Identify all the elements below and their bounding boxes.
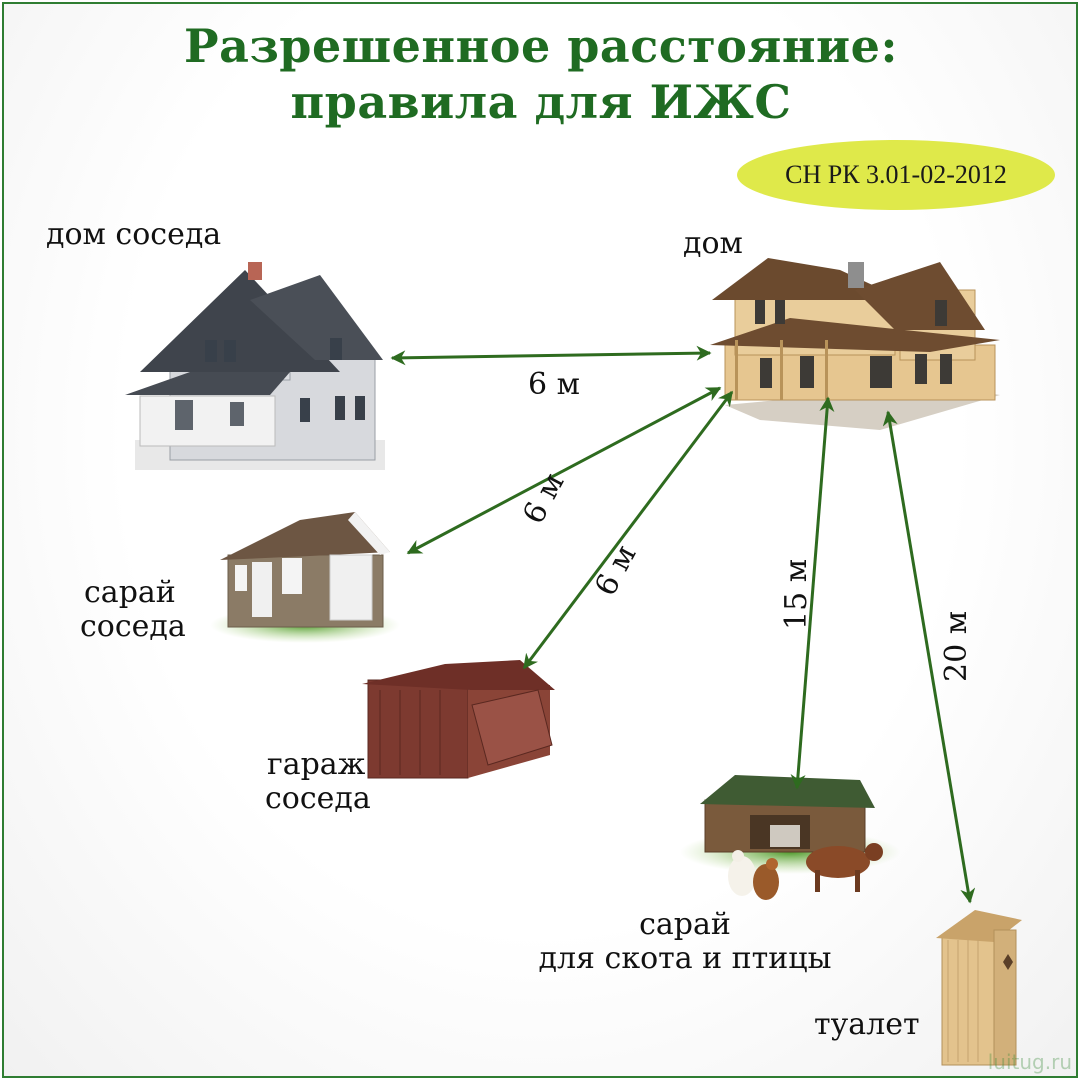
shed-icon [210, 512, 400, 643]
standard-badge-text: СН РК 3.01-02-2012 [785, 160, 1007, 189]
distance-toilet: 20 м [939, 611, 974, 682]
title-line-2: правила для ИЖС [290, 75, 792, 129]
title-line-1: Разрешенное расстояние: [184, 19, 898, 73]
distance-neighbor-shed: 6 м [516, 467, 571, 529]
label-livestock-shed-line-1: сарай [639, 907, 731, 942]
label-neighbor-garage-line-2: соседа [265, 781, 371, 816]
distance-arrows [390, 345, 976, 904]
label-livestock-shed-line-2: для скота и птицы [538, 941, 832, 976]
outhouse-icon [936, 910, 1022, 1066]
standard-badge: СН РК 3.01-02-2012 [737, 140, 1055, 210]
distance-neighbor-garage: 6 м [588, 539, 643, 601]
distance-livestock-shed: 15 м [779, 559, 814, 630]
arrow-neighbor-house [390, 345, 712, 366]
distance-neighbor-house: 6 м [528, 367, 580, 402]
barn-icon [680, 775, 900, 900]
label-neighbor-house: дом соседа [46, 217, 222, 252]
label-toilet: туалет [814, 1007, 920, 1042]
garage-icon [362, 660, 555, 779]
label-neighbor-shed-line-2: соседа [80, 609, 186, 644]
arrow-toilet [882, 410, 976, 904]
arrow-livestock-shed [790, 396, 835, 790]
neighbor-house-icon [125, 262, 385, 470]
log-house-icon [710, 258, 1000, 430]
label-neighbor-garage-line-1: гараж [267, 747, 366, 782]
label-neighbor-shed-line-1: сарай [84, 575, 176, 610]
arrow-neighbor-garage [522, 390, 734, 670]
label-house: дом [683, 226, 743, 261]
watermark: luitug.ru [987, 1050, 1072, 1074]
